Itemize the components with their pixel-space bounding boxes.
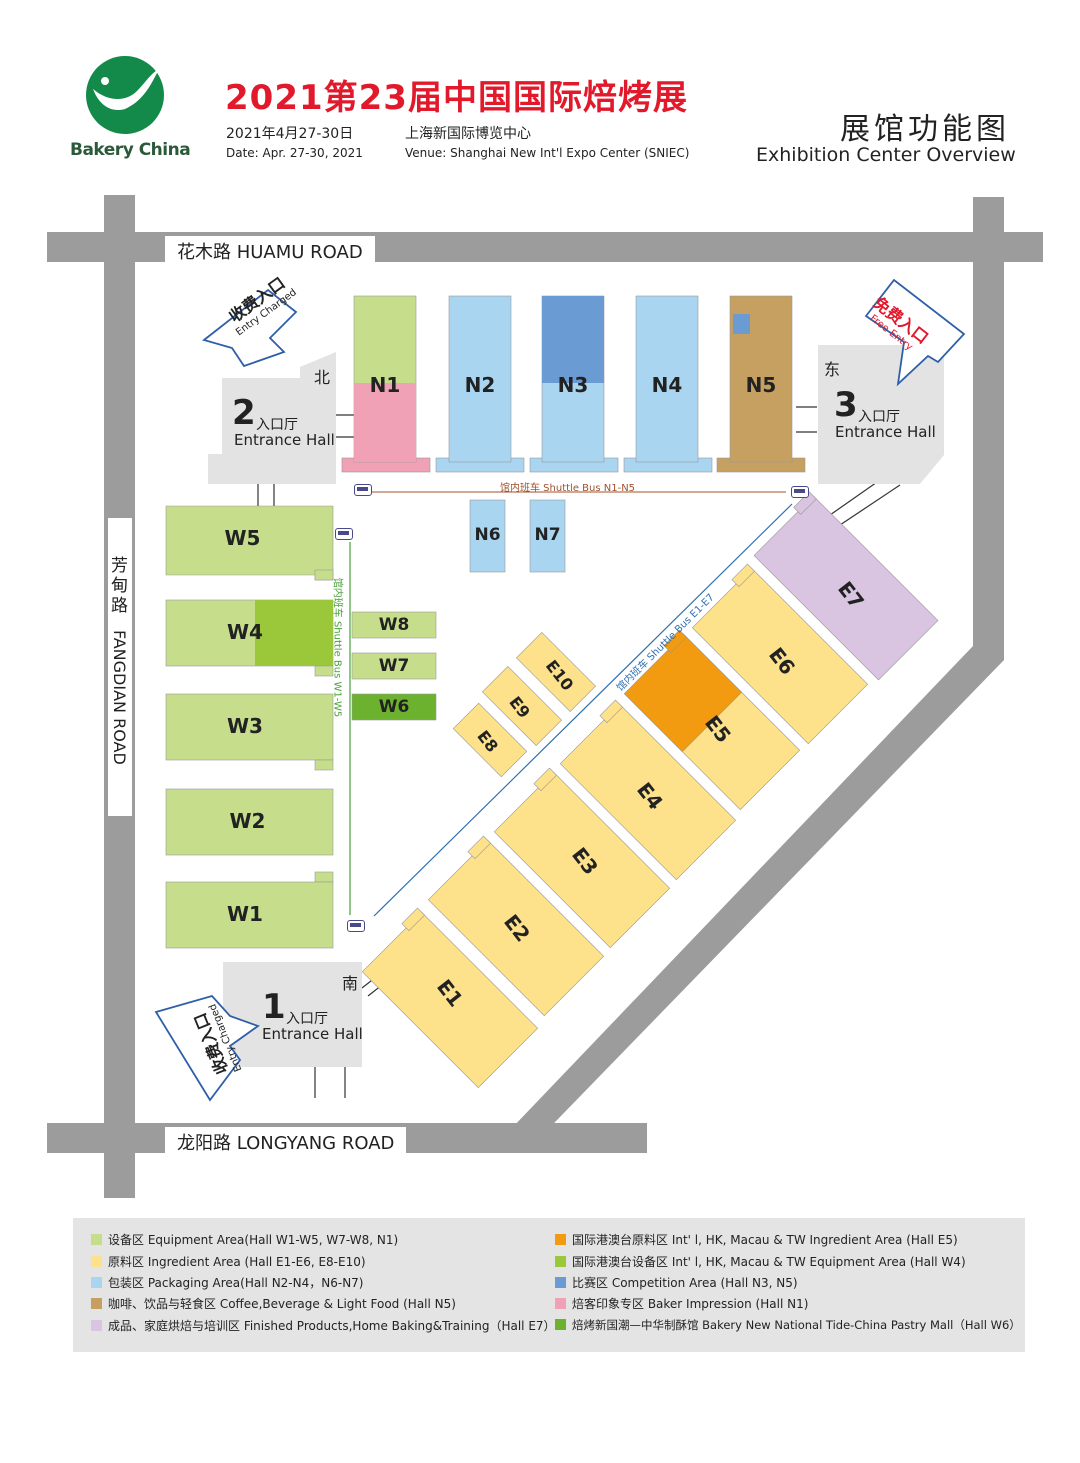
entrance-halls	[208, 345, 944, 1067]
legend-swatch	[555, 1319, 566, 1330]
legend-item: 国际港澳台设备区 Int' l, HK, Macau & TW Equipmen…	[555, 1253, 966, 1270]
east-halls	[361, 491, 939, 1089]
direction-north: 北	[314, 368, 331, 387]
shuttle-bus-icon	[791, 486, 809, 498]
date-cn: 2021年4月27-30日	[226, 126, 354, 142]
legend-swatch	[555, 1298, 566, 1309]
overview-title-en: Exhibition Center Overview	[756, 144, 1016, 166]
hall-n4-shape	[635, 295, 699, 463]
road-label-fangdian-en: FANGDIAN ROAD	[110, 630, 129, 765]
legend-swatch	[91, 1256, 102, 1267]
hall-n2-shape	[448, 295, 512, 463]
shuttle-bus-icon	[354, 484, 372, 496]
east-road-top	[973, 197, 1004, 247]
road-label-fangdian: 芳甸路 FANGDIAN ROAD	[108, 518, 132, 816]
hall-w4[interactable]: W4	[227, 620, 263, 644]
legend-label: 包装区 Packaging Area(Hall N2-N4，N6-N7)	[108, 1276, 364, 1290]
entrance-1-number: 1	[262, 987, 286, 1027]
legend-item: 焙客印象专区 Baker Impression (Hall N1)	[555, 1295, 808, 1312]
entrance-3-label-en: Entrance Hall	[835, 423, 936, 441]
shuttle-label-west: 馆内班车 Shuttle Bus W1-W5	[331, 577, 343, 718]
entrance-2-label-cn: 入口厅	[256, 417, 298, 433]
north-halls	[341, 295, 806, 573]
hall-w8[interactable]: W8	[378, 615, 410, 635]
direction-south: 南	[342, 974, 359, 993]
entrance-3-label-cn: 入口厅	[858, 409, 900, 425]
hall-n4[interactable]: N4	[651, 373, 683, 397]
legend-swatch	[91, 1298, 102, 1309]
legend-label: 焙客印象专区 Baker Impression (Hall N1)	[572, 1297, 809, 1311]
legend-item: 咖啡、饮品与轻食区 Coffee,Beverage & Light Food (…	[91, 1295, 456, 1312]
legend-swatch	[555, 1256, 566, 1267]
venue-en: Venue: Shanghai New Int'l Expo Center (S…	[405, 146, 690, 160]
hall-n6[interactable]: N6	[474, 525, 501, 545]
road-label-longyang: 龙阳路 LONGYANG ROAD	[165, 1127, 407, 1157]
bakery-china-logo	[86, 56, 164, 134]
hall-n6-shape	[469, 499, 506, 573]
legend-item: 原料区 Ingredient Area (Hall E1-E6, E8-E10)	[91, 1253, 366, 1270]
legend-item: 焙烤新国潮—中华制酥馆 Bakery New National Tide-Chi…	[555, 1317, 1021, 1333]
legend-label: 国际港澳台设备区 Int' l, HK, Macau & TW Equipmen…	[572, 1255, 966, 1269]
shuttle-bus-icon	[335, 528, 353, 540]
date-en: Date: Apr. 27-30, 2021	[226, 146, 363, 160]
legend-label: 设备区 Equipment Area(Hall W1-W5, W7-W8, N1…	[108, 1233, 399, 1247]
west-halls	[165, 505, 437, 949]
logo-text: Bakery China	[70, 140, 191, 160]
legend-label: 咖啡、饮品与轻食区 Coffee,Beverage & Light Food (…	[108, 1297, 456, 1311]
hall-n2[interactable]: N2	[464, 373, 496, 397]
venue-cn: 上海新国际博览中心	[405, 126, 531, 142]
entrance-1-label-cn: 入口厅	[286, 1011, 328, 1027]
entry-signs	[154, 278, 966, 1102]
hall-n5[interactable]: N5	[745, 373, 777, 397]
legend-label: 比赛区 Competition Area (Hall N3, N5)	[572, 1276, 798, 1290]
entrance-2-number: 2	[232, 393, 256, 433]
legend: 设备区 Equipment Area(Hall W1-W5, W7-W8, N1…	[73, 1218, 1025, 1352]
legend-item: 国际港澳台原料区 Int' l, HK, Macau & TW Ingredie…	[555, 1231, 958, 1248]
legend-label: 原料区 Ingredient Area (Hall E1-E6, E8-E10)	[108, 1255, 366, 1269]
legend-item: 包装区 Packaging Area(Hall N2-N4，N6-N7)	[91, 1274, 364, 1291]
hall-n1[interactable]: N1	[369, 373, 401, 397]
road-label-huamu: 花木路 HUAMU ROAD	[165, 236, 375, 266]
connectors	[257, 406, 901, 1098]
entrance-2-label-en: Entrance Hall	[234, 431, 335, 449]
legend-label: 焙烤新国潮—中华制酥馆 Bakery New National Tide-Chi…	[572, 1318, 1021, 1332]
hall-w1[interactable]: W1	[227, 902, 263, 926]
entrance-1-label-en: Entrance Hall	[262, 1025, 363, 1043]
direction-east: 东	[824, 360, 841, 379]
road-label-fangdian-cn: 芳甸路	[111, 556, 128, 616]
legend-swatch	[91, 1234, 102, 1245]
entrance-3-number: 3	[834, 385, 858, 425]
legend-swatch	[555, 1277, 566, 1288]
hall-w2[interactable]: W2	[229, 809, 266, 833]
legend-item: 比赛区 Competition Area (Hall N3, N5)	[555, 1274, 798, 1291]
legend-swatch	[555, 1234, 566, 1245]
hall-w5[interactable]: W5	[224, 526, 261, 550]
hall-n7-shape	[529, 499, 566, 573]
legend-swatch	[91, 1320, 102, 1331]
legend-swatch	[91, 1277, 102, 1288]
shuttle-label-north: 馆内班车 Shuttle Bus N1-N5	[500, 483, 636, 494]
shuttle-bus-icon	[347, 920, 365, 932]
hall-n7[interactable]: N7	[534, 525, 561, 545]
legend-item: 成品、家庭烘焙与培训区 Finished Products,Home Bakin…	[91, 1317, 556, 1334]
event-title: 2021第23届中国国际焙烤展	[225, 78, 688, 118]
legend-label: 成品、家庭烘焙与培训区 Finished Products,Home Bakin…	[108, 1319, 556, 1333]
legend-item: 设备区 Equipment Area(Hall W1-W5, W7-W8, N1…	[91, 1231, 398, 1248]
hall-w3[interactable]: W3	[227, 714, 263, 738]
overview-title-cn: 展馆功能图	[840, 112, 1010, 147]
legend-label: 国际港澳台原料区 Int' l, HK, Macau & TW Ingredie…	[572, 1233, 958, 1247]
hall-w7[interactable]: W7	[378, 656, 410, 676]
hall-n3[interactable]: N3	[557, 373, 589, 397]
hall-w6[interactable]: W6	[378, 697, 410, 717]
